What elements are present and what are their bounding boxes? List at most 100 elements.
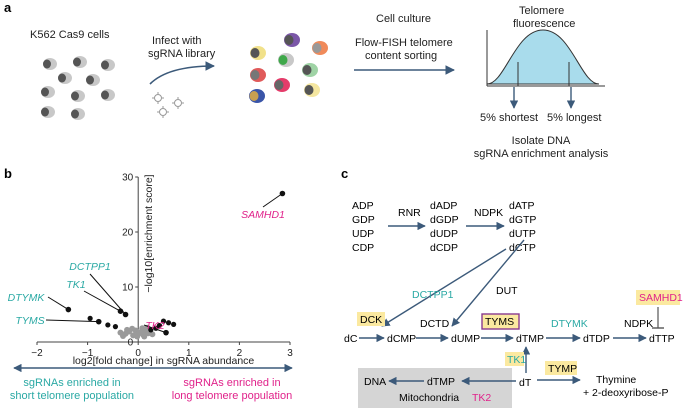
y-tick-label: 30 bbox=[122, 173, 134, 184]
enriched-long-1: sgRNAs enriched in bbox=[183, 377, 280, 389]
x-tick-label: 2 bbox=[237, 348, 243, 359]
data-point-background bbox=[117, 329, 124, 336]
leader-line bbox=[83, 290, 121, 312]
point-label-samhd1: SAMHD1 bbox=[241, 209, 285, 221]
dctd-label: DCTD bbox=[420, 318, 450, 330]
dtp-0: dATP bbox=[509, 200, 534, 212]
mitochondria-label: Mitochondria bbox=[399, 392, 459, 404]
enriched-short-2: short telomere population bbox=[10, 390, 134, 402]
ddp-2: dUDP bbox=[430, 228, 458, 240]
data-point-samhd1 bbox=[279, 190, 286, 197]
tyms-highlight bbox=[481, 313, 520, 330]
data-point-significant bbox=[156, 322, 163, 329]
y-axis-label: −log10[enrichment score] bbox=[143, 174, 155, 292]
dc-label: dC bbox=[344, 333, 358, 345]
data-point-significant bbox=[112, 324, 119, 330]
thymine-label-1: Thymine bbox=[596, 374, 636, 386]
data-point-background bbox=[139, 325, 146, 332]
ndpk-top-label: NDPK bbox=[474, 207, 503, 219]
data-point-background bbox=[129, 325, 136, 332]
leader-line bbox=[45, 319, 99, 323]
data-point-tk1 bbox=[117, 308, 124, 315]
leader-line bbox=[89, 273, 126, 315]
dp-2: UDP bbox=[352, 228, 374, 240]
diphosphates: ADP GDP UDP CDP bbox=[352, 200, 375, 254]
virus-icon bbox=[152, 92, 184, 118]
dctpp1-label: DCTPP1 bbox=[412, 289, 454, 301]
fluorescence-distribution bbox=[486, 29, 605, 109]
ndpk-bottom-label: NDPK bbox=[624, 318, 653, 330]
longest-label: 5% longest bbox=[547, 112, 601, 124]
data-point-background bbox=[134, 333, 141, 340]
leader-line bbox=[143, 324, 167, 334]
dp-0: ADP bbox=[352, 200, 374, 212]
tyms-label: TYMS bbox=[485, 316, 514, 328]
y-tick-label: 20 bbox=[122, 228, 134, 239]
dtdp-label: dTDP bbox=[583, 333, 610, 345]
dut-arrow bbox=[451, 239, 525, 327]
panel-b-label: b bbox=[4, 166, 12, 181]
shortest-label: 5% shortest bbox=[480, 112, 538, 124]
dp-1: GDP bbox=[352, 214, 375, 226]
isolate-label-1: Isolate DNA bbox=[512, 135, 571, 147]
dtmp-label: dTMP bbox=[516, 333, 544, 345]
infected-cells bbox=[249, 33, 328, 103]
data-point-tyms bbox=[95, 318, 102, 325]
isolate-label-2: sgRNA enrichment analysis bbox=[474, 148, 609, 160]
point-label-dctpp1: DCTPP1 bbox=[69, 261, 110, 273]
tk1-label: TK1 bbox=[507, 354, 526, 366]
panel-c-label: c bbox=[341, 166, 348, 181]
data-point-background bbox=[141, 333, 148, 340]
deoxy-diphosphates: dADP dGDP dUDP dCDP bbox=[430, 200, 459, 254]
data-point-significant bbox=[148, 327, 154, 333]
panel-a-label: a bbox=[4, 0, 12, 15]
data-point-dtymk bbox=[65, 306, 72, 313]
k562-cells bbox=[41, 56, 115, 120]
ddp-0: dADP bbox=[430, 200, 457, 212]
rnr-label: RNR bbox=[398, 207, 421, 219]
data-point-background bbox=[124, 326, 131, 333]
culture-label-2: Flow-FISH telomere bbox=[355, 37, 453, 49]
x-tick-label: 3 bbox=[287, 348, 293, 359]
culture-label-1: Cell culture bbox=[376, 13, 431, 25]
dck-label: DCK bbox=[360, 314, 382, 326]
point-label-dtymk: DTYMK bbox=[8, 292, 46, 304]
thymine-label-2: + 2-deoxyribose-P bbox=[583, 387, 669, 399]
dump-label: dUMP bbox=[451, 333, 480, 345]
dut-label: DUT bbox=[496, 285, 518, 297]
tymp-highlight bbox=[545, 361, 577, 375]
mitochondria-box bbox=[358, 368, 512, 408]
panel-a: a K562 Cas9 cells Infect with sgRNA libr… bbox=[4, 0, 609, 160]
samhd1-highlight bbox=[636, 290, 680, 305]
tymp-label: TYMP bbox=[548, 363, 577, 375]
point-label-tyms: TYMS bbox=[15, 315, 44, 327]
enriched-long-2: long telomere population bbox=[172, 390, 292, 402]
point-label-tk2: TK2 bbox=[145, 320, 164, 332]
fluor-label-2: fluorescence bbox=[513, 18, 575, 30]
dtp-2: dUTP bbox=[509, 228, 536, 240]
data-point-significant bbox=[160, 318, 167, 324]
panel-c: c ADP GDP UDP CDP RNR dADP dGDP dUDP dCD… bbox=[341, 166, 683, 408]
data-point-significant bbox=[105, 322, 111, 328]
infect-arrow bbox=[149, 61, 215, 85]
dck-highlight bbox=[357, 312, 385, 326]
point-label-tk1: TK1 bbox=[66, 279, 85, 291]
dtp-3: dCTP bbox=[509, 242, 536, 254]
x-tick-label: −2 bbox=[31, 348, 43, 359]
infect-label-1: Infect with bbox=[152, 35, 202, 47]
samhd1-label: SAMHD1 bbox=[639, 292, 683, 304]
infect-label-2: sgRNA library bbox=[148, 48, 216, 60]
data-point-significant bbox=[165, 320, 172, 326]
mito-dna-label: DNA bbox=[364, 376, 386, 388]
culture-label-3: content sorting bbox=[365, 50, 437, 62]
y-tick-label: 10 bbox=[122, 283, 134, 294]
x-tick-label: −1 bbox=[82, 348, 94, 359]
x-tick-label: 0 bbox=[135, 348, 141, 359]
tk1-highlight bbox=[505, 352, 524, 366]
enriched-short-1: sgRNAs enriched in bbox=[23, 377, 120, 389]
dp-3: CDP bbox=[352, 242, 374, 254]
dtymk-label: DTYMK bbox=[551, 318, 588, 330]
